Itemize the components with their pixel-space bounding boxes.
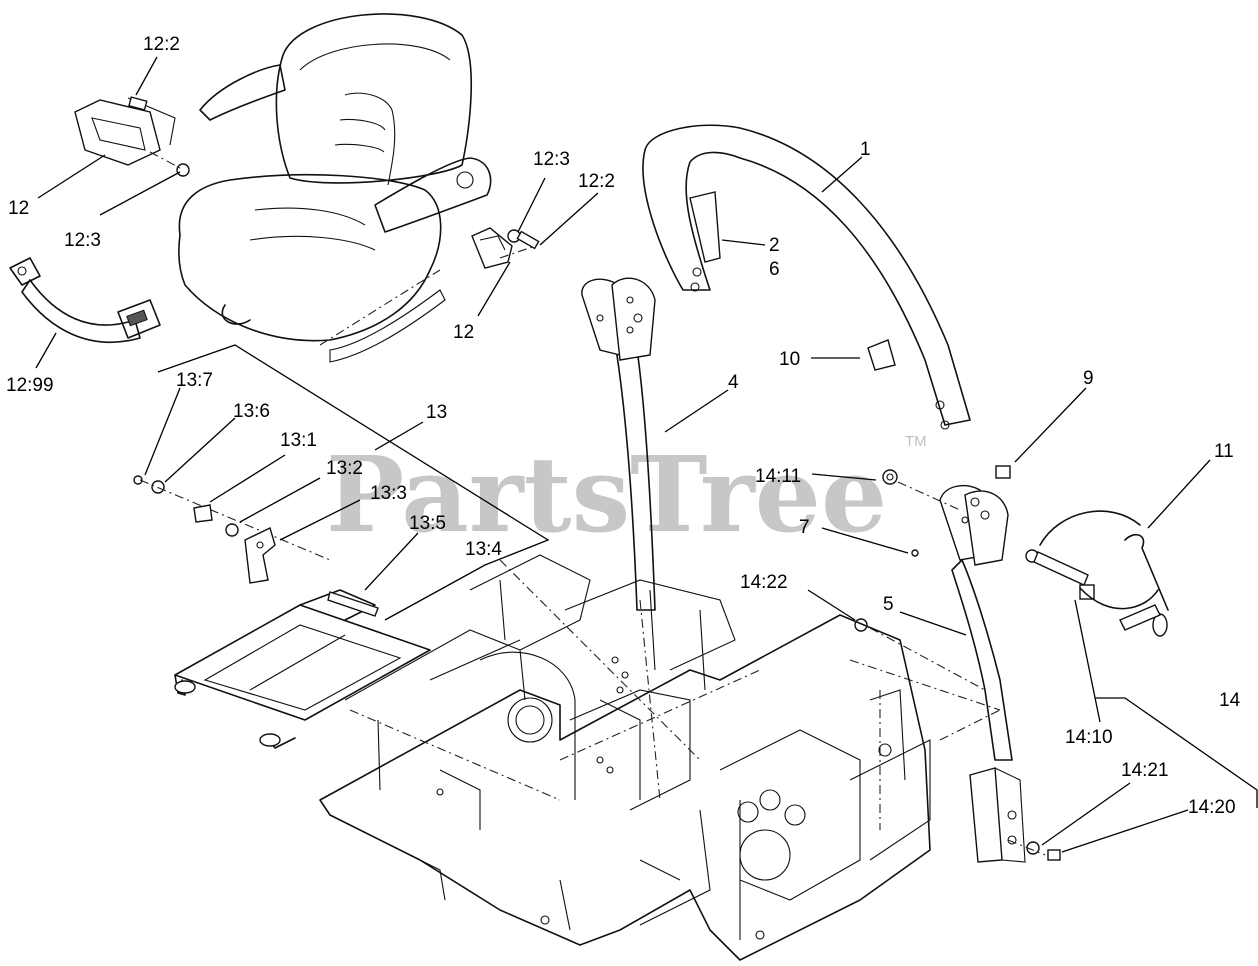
callout-13-4: 13:4 xyxy=(465,539,502,560)
callout-12-3-right: 12:3 xyxy=(533,149,570,170)
callout-10: 10 xyxy=(779,349,800,370)
callout-14-21: 14:21 xyxy=(1121,760,1169,781)
callout-12-right: 12 xyxy=(453,322,474,343)
seat-switch-right xyxy=(471,227,540,269)
callout-12-99: 12:99 xyxy=(6,375,54,396)
callout-13: 13 xyxy=(426,402,447,423)
callout-14-20: 14:20 xyxy=(1188,797,1236,818)
rops-right-upright xyxy=(939,484,1026,863)
watermark-trademark: TM xyxy=(905,433,927,450)
callout-13-7: 13:7 xyxy=(176,370,213,391)
callout-1: 1 xyxy=(860,139,871,160)
rops-upper-hoop xyxy=(642,124,971,430)
callout-13-2: 13:2 xyxy=(326,458,363,479)
callout-7: 7 xyxy=(799,517,810,538)
callout-14-10: 14:10 xyxy=(1065,727,1113,748)
seat-latch-hardware xyxy=(133,475,331,584)
callout-12-2-seat-switch: 12:2 xyxy=(143,34,180,55)
callout-labels: 12:2 12 12:3 12:99 12:3 12:2 12 1 2 6 10… xyxy=(6,34,1241,818)
watermark: PartsTree TM xyxy=(326,433,927,556)
callout-14-22: 14:22 xyxy=(740,572,788,593)
seat-assembly xyxy=(178,13,492,363)
callout-13-3: 13:3 xyxy=(370,483,407,504)
seat-mount-plate xyxy=(174,589,431,749)
rops-hardware xyxy=(849,465,1169,861)
callout-9: 9 xyxy=(1083,368,1094,389)
callout-5: 5 xyxy=(883,594,894,615)
callout-14-11: 14:11 xyxy=(755,466,801,487)
callout-13-5: 13:5 xyxy=(409,513,446,534)
callout-12-2-right: 12:2 xyxy=(578,171,615,192)
seat-switch-left xyxy=(74,96,190,177)
leader-lines xyxy=(35,56,1258,853)
callout-11: 11 xyxy=(1214,441,1234,462)
callout-4: 4 xyxy=(728,372,739,393)
callout-6: 6 xyxy=(769,259,780,280)
callout-13-1: 13:1 xyxy=(280,430,317,451)
rops-left-upright xyxy=(581,277,656,611)
callout-12-3-seat-switch: 12:3 xyxy=(64,230,101,251)
seat-belt xyxy=(9,257,161,343)
watermark-text: PartsTree xyxy=(326,433,887,556)
main-frame xyxy=(319,554,931,961)
callout-13-6: 13:6 xyxy=(233,401,270,422)
callout-2: 2 xyxy=(769,235,780,256)
callout-12-seat-switch: 12 xyxy=(8,198,29,219)
callout-14: 14 xyxy=(1219,690,1241,711)
